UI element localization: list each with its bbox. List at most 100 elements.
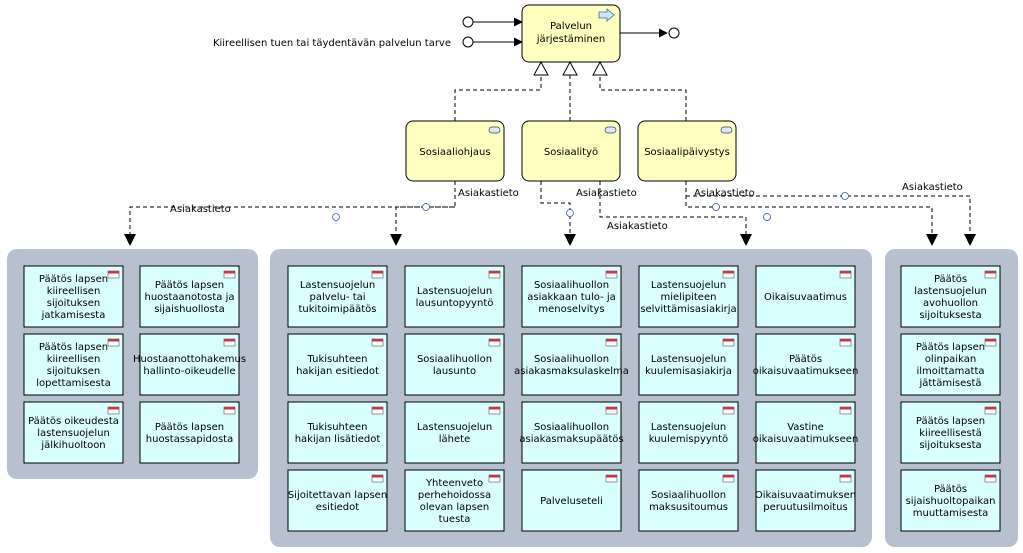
data-object-box[interactable] — [638, 401, 739, 464]
data-object-box[interactable] — [287, 333, 388, 396]
data-object-label: muuttamisesta — [913, 508, 989, 519]
data-object-box[interactable] — [638, 265, 739, 328]
process-box[interactable] — [521, 4, 621, 63]
data-object-box[interactable] — [521, 469, 622, 532]
data-object-icon — [984, 338, 997, 347]
data-object-label: Lastensuojelun — [417, 286, 492, 297]
service-1[interactable]: Sosiaaliohjaus — [405, 120, 505, 182]
data-object[interactable]: Päätös oikeudestalastensuojelunjälkihuol… — [23, 401, 124, 464]
data-object-box[interactable] — [638, 469, 739, 532]
data-object-label: selvittämisasiakirja — [640, 304, 736, 315]
data-object-label: asiakasmaksupäätös — [519, 434, 623, 445]
data-object-box[interactable] — [404, 469, 505, 532]
data-object-box[interactable] — [23, 265, 124, 328]
service-3[interactable]: Sosiaalipäivystys — [637, 120, 737, 182]
data-object-icon — [107, 270, 120, 279]
data-object-box[interactable] — [23, 401, 124, 464]
data-object-icon — [605, 474, 618, 483]
data-object-label: huostaanotosta ja — [144, 292, 234, 303]
data-object[interactable]: Lastensuojelunmielipiteenselvittämisasia… — [638, 265, 739, 328]
data-object-icon — [223, 406, 236, 415]
data-object-box[interactable] — [139, 333, 240, 396]
data-object-box[interactable] — [521, 333, 622, 396]
data-object-box[interactable] — [521, 401, 622, 464]
data-object-label: esitiedot — [316, 502, 359, 513]
data-object-label: Sosiaalihuollon — [534, 422, 609, 433]
process-arrow-icon — [598, 8, 615, 22]
data-object-box[interactable] — [900, 469, 1001, 532]
data-object-label: hakijan esitiedot — [296, 366, 379, 377]
data-object-icon — [371, 338, 384, 347]
data-object-box[interactable] — [139, 265, 240, 328]
data-object[interactable]: Päätös lapsenkiireellisensijoituksenlope… — [23, 333, 124, 396]
data-object-label: Päätös lapsen — [916, 342, 985, 353]
data-object-box[interactable] — [755, 333, 856, 396]
data-object-box[interactable] — [755, 469, 856, 532]
data-object-box[interactable] — [287, 469, 388, 532]
data-object-label: Päätös oikeudesta — [28, 416, 119, 427]
service-label: Sosiaaliohjaus — [419, 147, 490, 158]
services-layer: Sosiaaliohjaus Sosiaalityö Sosiaalipäivyst… — [405, 120, 737, 182]
data-object-label: Huostaanottohakemus — [133, 354, 246, 365]
data-object-label: Tukisuhteen — [307, 354, 368, 365]
data-object-box[interactable] — [755, 265, 856, 328]
service-2[interactable]: Sosiaalityö — [521, 120, 621, 182]
data-object[interactable]: Päätöslastensuojelunavohuollonsijoitukse… — [900, 265, 1001, 328]
data-object-label: jälkihuoltoon — [40, 440, 105, 451]
data-object-box[interactable] — [287, 401, 388, 464]
data-object-box[interactable] — [287, 265, 388, 328]
data-object-box[interactable] — [23, 333, 124, 396]
flow-info-icons — [332, 192, 849, 221]
data-object[interactable]: Oikaisuvaatimus — [755, 265, 856, 328]
data-object-icon — [722, 270, 735, 279]
data-object-label: Lastensuojelun — [651, 354, 726, 365]
service-box[interactable] — [637, 120, 737, 182]
data-object-box[interactable] — [900, 401, 1001, 464]
data-object-label: Lastensuojelun — [651, 422, 726, 433]
data-object-icon — [488, 474, 501, 483]
data-object-label: Yhteenveto — [425, 478, 483, 489]
data-object-box[interactable] — [404, 401, 505, 464]
data-object-box[interactable] — [139, 401, 240, 464]
data-object-icon — [605, 406, 618, 415]
data-object-box[interactable] — [900, 333, 1001, 396]
data-object-box[interactable] — [900, 265, 1001, 328]
data-object-box[interactable] — [755, 401, 856, 464]
data-object[interactable]: Palveluseteli — [521, 469, 622, 532]
data-object-box[interactable] — [404, 333, 505, 396]
data-object-box[interactable] — [521, 265, 622, 328]
data-object[interactable]: Päätös lapsenolinpaikanilmoittamattajätt… — [900, 333, 1001, 396]
data-object-box[interactable] — [638, 333, 739, 396]
data-object-label: oikaisuvaatimukseen — [753, 366, 859, 377]
data-object-box[interactable] — [404, 265, 505, 328]
data-object-label: mielipiteen — [661, 292, 717, 303]
service-box[interactable] — [521, 120, 621, 182]
data-object-label: oikaisuvaatimukseen — [753, 434, 859, 445]
data-object-label: Vastine — [787, 422, 824, 433]
data-object-label: Päätös lapsen — [155, 280, 224, 291]
data-object[interactable]: Päätös lapsenkiireellisensijoituksenjatk… — [23, 265, 124, 328]
